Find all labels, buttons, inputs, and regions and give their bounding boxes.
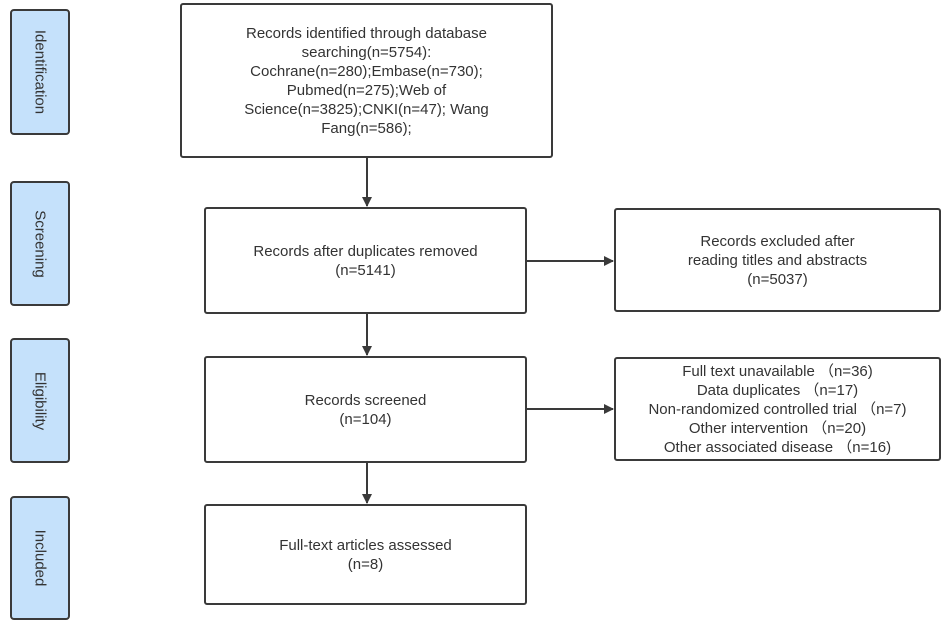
box-line: Records screened [304,391,427,409]
phase-screening: Screening [10,181,70,306]
box-exclusion-reasons: Full text unavailable （n=36) Data duplic… [614,357,941,461]
box-line: Science(n=3825);CNKI(n=47); Wang [244,100,489,118]
box-text: Full text unavailable （n=36) Data duplic… [648,362,906,457]
box-records-excluded: Records excluded after reading titles an… [614,208,941,312]
box-line: (n=104) [339,410,392,428]
box-duplicates-removed: Records after duplicates removed (n=5141… [204,207,527,314]
box-text: Records screened (n=104) [305,391,427,429]
phase-identification: Identification [10,9,70,135]
box-line: Full-text articles assessed [279,536,452,554]
box-line: Other associated disease （n=16) [663,438,892,456]
box-line: Pubmed(n=275);Web of [286,81,447,99]
box-line: Cochrane(n=280);Embase(n=730); [250,62,483,80]
box-text: Records excluded after reading titles an… [688,232,867,289]
box-line: (n=5037) [747,270,808,288]
box-line: (n=8) [347,555,384,573]
phase-eligibility: Eligibility [10,338,70,463]
box-line: Other intervention （n=20) [688,419,867,437]
box-text: Full-text articles assessed (n=8) [279,536,452,574]
phase-included: Included [10,496,70,620]
box-records-screened: Records screened (n=104) [204,356,527,463]
box-line: Records identified through database [245,24,487,42]
box-line: searching(n=5754): [301,43,432,61]
box-records-identified: Records identified through database sear… [180,3,553,158]
box-line: reading titles and abstracts [687,251,868,269]
box-line: Non-randomized controlled trial （n=7) [648,400,907,418]
box-full-text-assessed: Full-text articles assessed (n=8) [204,504,527,605]
box-line: Records excluded after [700,232,855,250]
box-line: Data duplicates （n=17) [696,381,859,399]
box-line: Full text unavailable （n=36) [682,362,873,380]
box-line: (n=5141) [335,261,396,279]
box-text: Records identified through database sear… [244,24,489,138]
box-text: Records after duplicates removed (n=5141… [253,242,477,280]
box-line: Records after duplicates removed [253,242,478,260]
box-line: Fang(n=586); [321,119,412,137]
